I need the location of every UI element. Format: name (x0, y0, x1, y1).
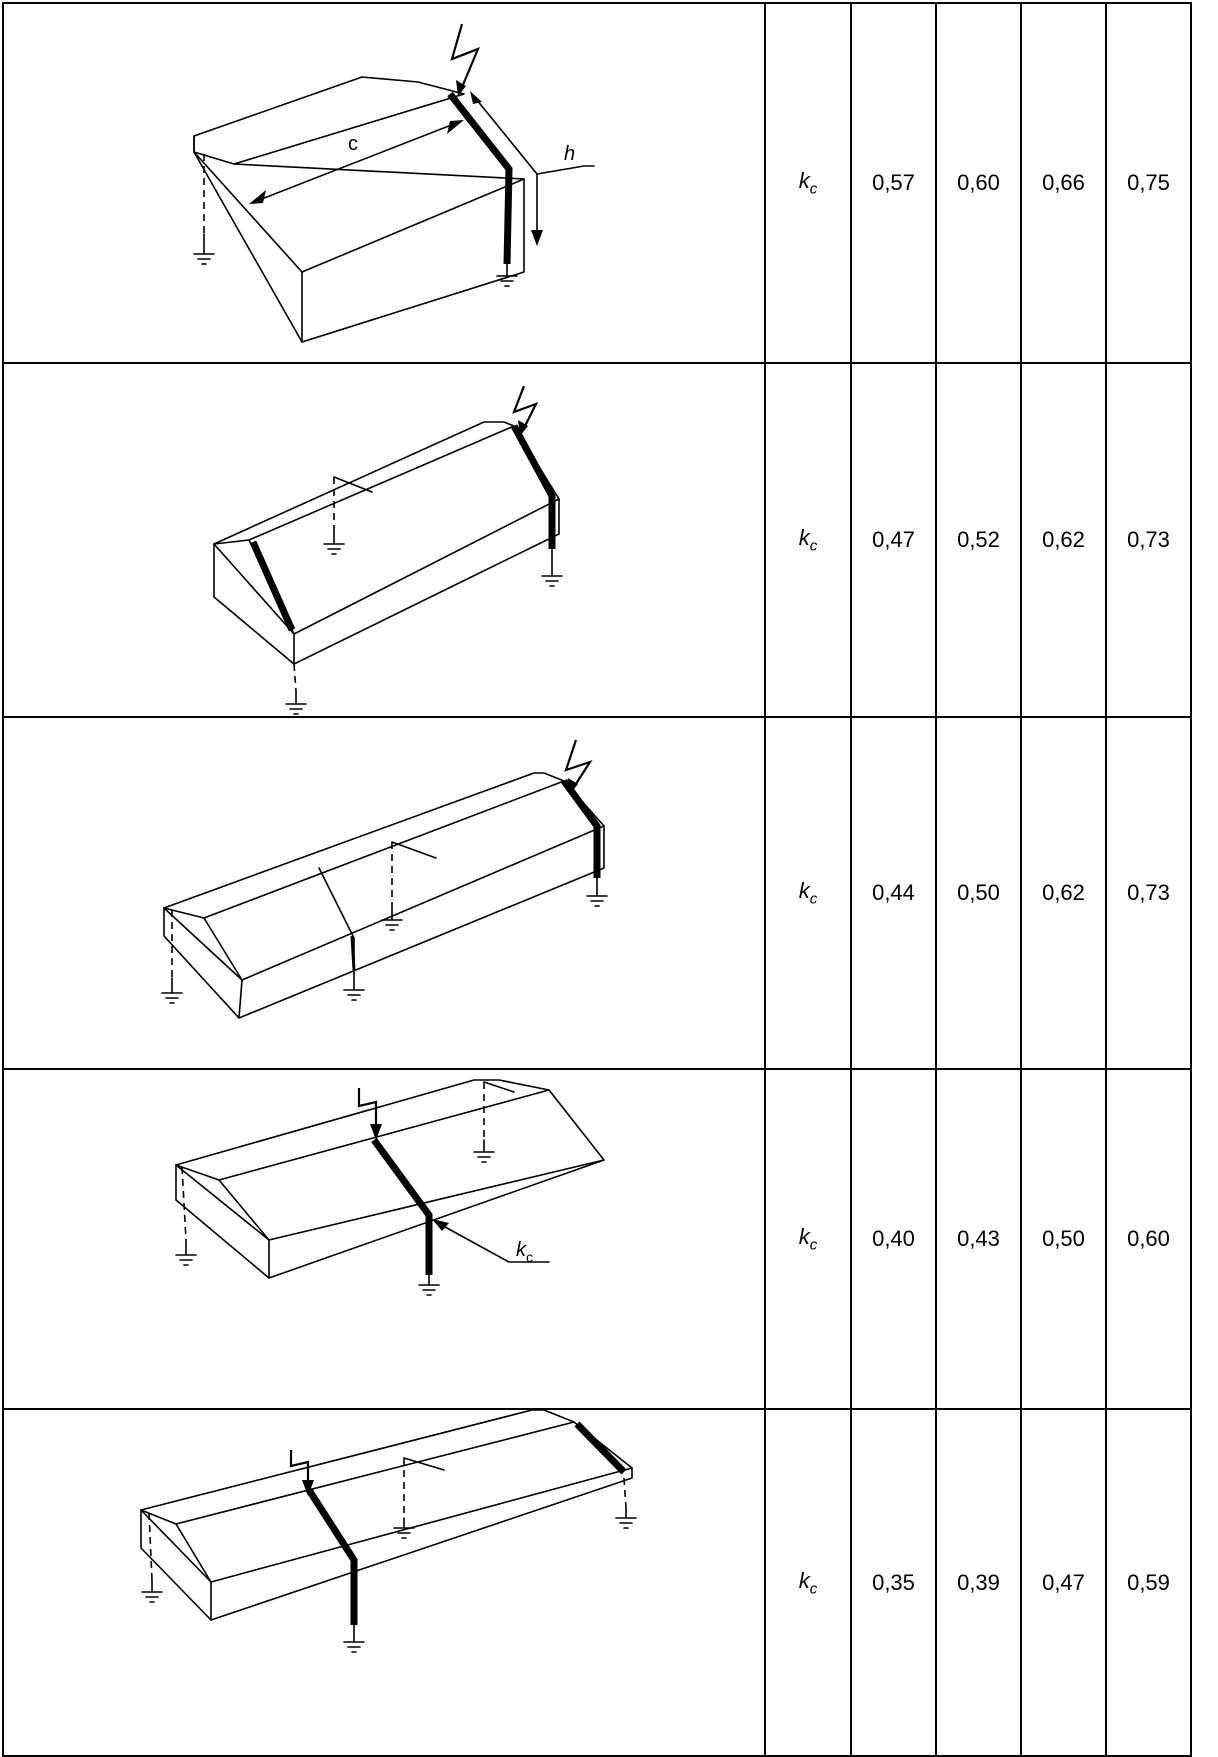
kc-value: 0,40 (850, 1068, 937, 1410)
building-figure-1: c h (193, 23, 595, 343)
kc-value: 0,39 (935, 1408, 1022, 1757)
kc-value: 0,57 (850, 2, 937, 364)
dimension-c-label: c (348, 133, 358, 155)
table-row: c h kc 0,57 0,60 0,66 0,75 (2, 2, 1192, 364)
kc-symbol: kc (764, 716, 852, 1070)
building-figure-cell (2, 1408, 766, 1757)
building-figure-5 (140, 1410, 637, 1653)
kc-value: 0,60 (935, 2, 1022, 364)
kc-coefficient-table: c h kc 0,57 0,60 0,66 0,75 (2, 2, 1192, 1757)
kc-value: 0,62 (1020, 362, 1107, 718)
table-row: kc 0,35 0,39 0,47 0,59 (2, 1408, 1192, 1757)
building-figure-2 (213, 385, 563, 715)
kc-value: 0,35 (850, 1408, 937, 1757)
kc-value: 0,59 (1105, 1408, 1192, 1757)
building-figure-4: kc (175, 1079, 605, 1296)
kc-value: 0,75 (1105, 2, 1192, 364)
kc-value: 0,52 (935, 362, 1022, 718)
table-row: kc 0,47 0,52 0,62 0,73 (2, 362, 1192, 718)
dimension-h-label: h (564, 143, 575, 165)
kc-value: 0,44 (850, 716, 937, 1070)
kc-value: 0,62 (1020, 716, 1107, 1070)
building-figure-cell: kc (2, 1068, 766, 1410)
building-figure-cell: c h (2, 2, 766, 364)
kc-symbol: kc (764, 362, 852, 718)
kc-value: 0,73 (1105, 362, 1192, 718)
building-figure-3 (161, 739, 608, 1019)
kc-value: 0,50 (1020, 1068, 1107, 1410)
kc-symbol: kc (764, 1068, 852, 1410)
kc-value: 0,50 (935, 716, 1022, 1070)
kc-symbol: kc (764, 1408, 852, 1757)
kc-value: 0,66 (1020, 2, 1107, 364)
table-row: kc kc 0,40 0,43 0,50 0,60 (2, 1068, 1192, 1410)
table-row: kc 0,44 0,50 0,62 0,73 (2, 716, 1192, 1070)
kc-value: 0,47 (1020, 1408, 1107, 1757)
building-figure-cell (2, 716, 766, 1070)
kc-value: 0,60 (1105, 1068, 1192, 1410)
kc-symbol: kc (764, 2, 852, 364)
kc-value: 0,73 (1105, 716, 1192, 1070)
building-figure-cell (2, 362, 766, 718)
kc-figure-label: kc (516, 1239, 533, 1265)
kc-value: 0,47 (850, 362, 937, 718)
kc-value: 0,43 (935, 1068, 1022, 1410)
